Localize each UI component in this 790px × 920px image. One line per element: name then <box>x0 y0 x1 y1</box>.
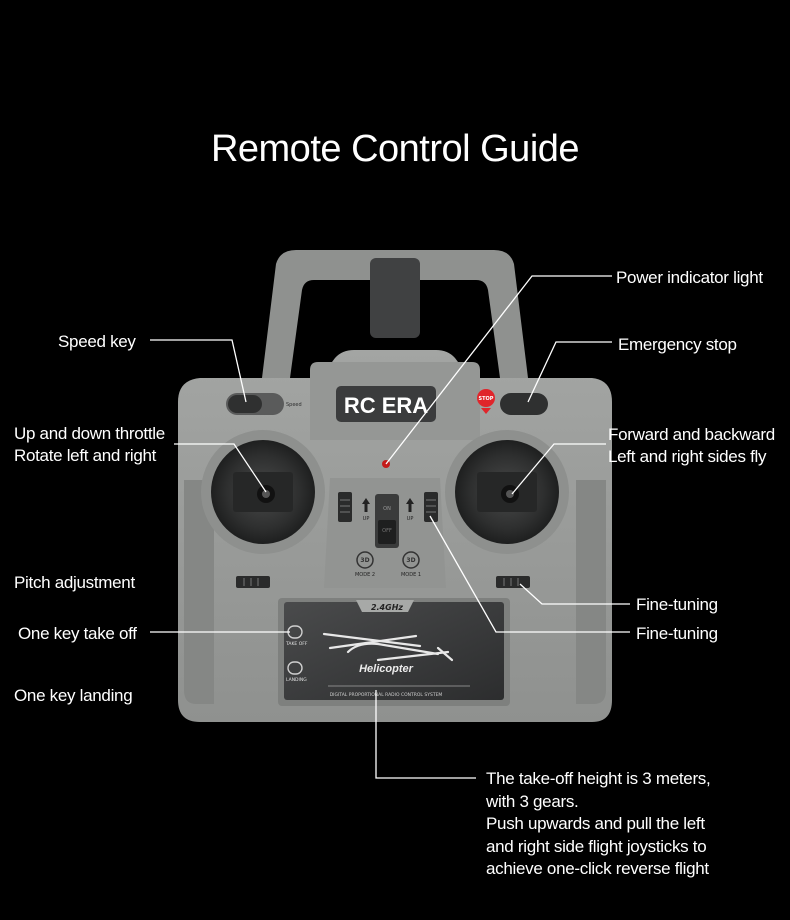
direction-label-line2: Left and right sides fly <box>608 447 767 466</box>
antenna <box>370 258 420 338</box>
svg-text:RC ERA: RC ERA <box>344 393 428 418</box>
plate-footer: DIGITAL PROPORTIONAL RADIO CONTROL SYSTE… <box>330 692 443 698</box>
callout-lines <box>150 275 630 779</box>
svg-text:3D: 3D <box>360 557 369 564</box>
up-arrow-right-icon <box>406 498 414 512</box>
note-line-3: Push upwards and pull the left <box>486 814 705 833</box>
speed-key-switch[interactable]: Speed <box>226 393 302 415</box>
svg-text:OFF: OFF <box>382 528 392 534</box>
fine-tuning-label-2: Fine-tuning <box>636 624 718 643</box>
throttle-label-line1: Up and down throttle <box>14 424 165 443</box>
svg-text:MODE 2: MODE 2 <box>355 572 375 578</box>
svg-text:MODE 1: MODE 1 <box>401 572 421 578</box>
svg-text:STOP: STOP <box>479 396 494 402</box>
fine-tuning-1-callout <box>519 583 630 605</box>
direction-callout <box>511 443 606 495</box>
power-indicator-callout <box>385 275 612 465</box>
page-title: Remote Control Guide <box>210 128 580 170</box>
throttle-label-line2: Rotate left and right <box>14 446 157 465</box>
power-indicator-label: Power indicator light <box>616 268 763 287</box>
speed-label: Speed <box>286 402 302 408</box>
speed-key-callout <box>150 339 247 403</box>
stop-badge: STOP <box>477 389 495 414</box>
one-key-landing-label: One key landing <box>14 686 133 705</box>
bottom-plate: 2.4GHz Helicopter DIGITAL PROPORTIONAL R… <box>278 598 510 706</box>
note-line-5: achieve one-click reverse flight <box>486 859 709 878</box>
speed-key-label: Speed key <box>58 332 136 351</box>
note-line-2: with 3 gears. <box>486 792 579 811</box>
svg-text:ON: ON <box>383 506 391 512</box>
right-joystick[interactable] <box>445 430 569 554</box>
throttle-callout <box>174 443 267 493</box>
svg-text:LANDING: LANDING <box>286 677 307 683</box>
right-trim-slider[interactable] <box>424 492 438 522</box>
emergency-stop-callout <box>527 341 612 403</box>
fine-tuning-label-1: Fine-tuning <box>636 595 718 614</box>
band-label: 2.4GHz <box>371 603 403 612</box>
svg-text:3D: 3D <box>406 557 415 564</box>
landing-button[interactable]: LANDING <box>286 661 307 683</box>
left-joystick[interactable] <box>201 430 325 554</box>
plate-name: Helicopter <box>359 663 414 675</box>
brand-logo: RC ERA <box>336 386 436 422</box>
note-line-4: and right side flight joysticks to <box>486 837 707 856</box>
direction-label-line1: Forward and backward <box>608 425 775 444</box>
pitch-adjustment-trim[interactable] <box>236 576 270 588</box>
power-switch[interactable]: ON OFF <box>375 494 399 548</box>
emergency-stop-label: Emergency stop <box>618 335 737 354</box>
svg-text:TAKE OFF: TAKE OFF <box>285 641 308 647</box>
note-line-1: The take-off height is 3 meters, <box>486 769 711 788</box>
emergency-stop-switch[interactable] <box>500 393 548 415</box>
fine-tuning-2-callout <box>429 515 630 633</box>
up-right-label: UP <box>407 516 414 522</box>
note-callout <box>375 690 476 779</box>
one-key-takeoff-label: One key take off <box>18 624 137 643</box>
mode-2-badge: 3D MODE 2 <box>355 551 375 578</box>
helicopter-icon <box>322 632 454 662</box>
mode-1-badge: 3D MODE 1 <box>401 551 421 578</box>
fine-tuning-trim[interactable] <box>496 576 530 588</box>
up-arrow-left-icon <box>362 498 370 512</box>
pitch-adjustment-label: Pitch adjustment <box>14 573 135 592</box>
up-left-label: UP <box>363 516 370 522</box>
left-trim-slider[interactable] <box>338 492 352 522</box>
